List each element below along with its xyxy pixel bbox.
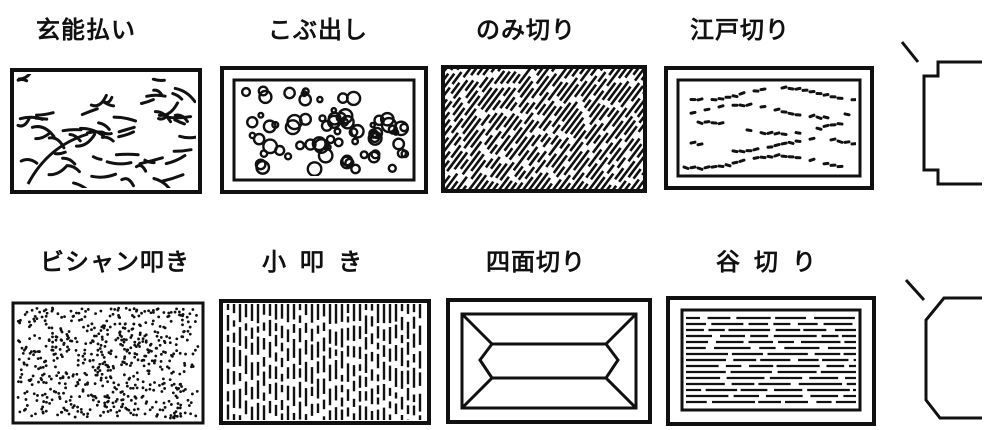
nomi-giri-texture xyxy=(441,65,647,193)
tani-giri-texture xyxy=(666,296,876,426)
label-edo-giri: 江戸切り xyxy=(690,16,790,44)
tile-shimen-giri xyxy=(444,296,654,426)
bishan-tataki-texture xyxy=(11,301,205,425)
genno-barai-texture xyxy=(10,68,202,194)
tile-genno-barai xyxy=(8,66,204,196)
tile-bishan-tataki xyxy=(10,300,206,426)
tile-tani-giri xyxy=(664,294,878,428)
edo-giri-texture xyxy=(664,66,874,190)
label-ko-tataki: 小叩き xyxy=(262,248,376,276)
label-bishan-tataki: ビシャン叩き xyxy=(40,248,190,276)
tile-nomi-giri xyxy=(440,64,648,194)
label-genno-barai: 玄能払い xyxy=(36,16,136,44)
edge-profile-1 xyxy=(900,41,982,186)
edge-profile-2 xyxy=(904,278,982,420)
ko-tataki-texture xyxy=(219,299,431,425)
tile-kobu-dashi xyxy=(218,64,430,196)
profile-edo-giri xyxy=(898,38,982,198)
tile-edo-giri xyxy=(662,64,876,192)
label-kobu-dashi: こぶ出し xyxy=(268,16,368,44)
label-shimen-giri: 四面切り xyxy=(486,248,586,276)
label-nomi-giri: のみ切り xyxy=(476,16,576,44)
profile-tani-giri xyxy=(898,276,982,426)
shimen-giri-texture xyxy=(446,298,652,424)
label-tani-giri: 谷切り xyxy=(716,248,830,276)
tile-ko-tataki xyxy=(218,298,432,426)
kobu-dashi-texture xyxy=(220,66,428,194)
